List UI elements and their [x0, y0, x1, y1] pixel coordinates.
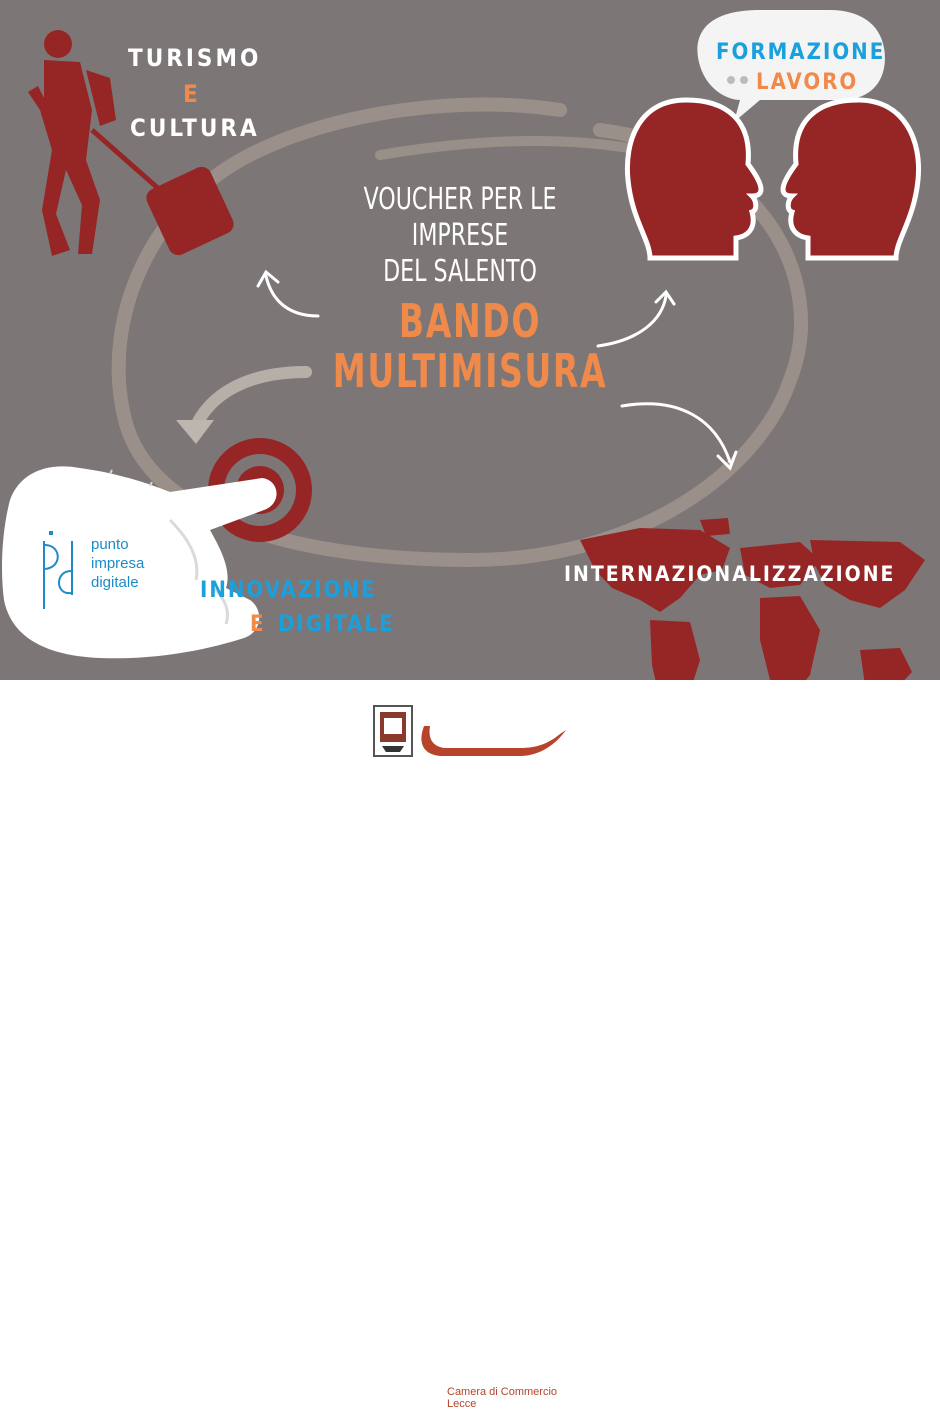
arrow-icon: [256, 269, 738, 471]
arrow-icon: [176, 420, 214, 444]
decorative-layer: [2, 10, 925, 680]
pid-line2: impresa: [91, 555, 145, 572]
heads-icon: [624, 97, 922, 261]
org-line2: Lecce: [447, 1398, 477, 1410]
arrow-icon: [188, 366, 312, 436]
title-line1: BANDO: [398, 294, 542, 348]
subtitle-line1: VOUCHER PER LE IMPRESE: [363, 182, 557, 253]
formazione-line2: LAVORO: [756, 70, 859, 95]
boat-logo-icon: [421, 726, 566, 756]
pid-line3: digitale: [91, 574, 139, 591]
formazione-line1: FORMAZIONE: [716, 40, 886, 65]
org-line1: Camera di Commercio: [447, 1386, 558, 1398]
traveler-icon: [28, 30, 234, 256]
pid-line1: punto: [91, 536, 129, 553]
footer: Camera di Commercio Lecce: [0, 680, 940, 1410]
speech-bubble-icon: [697, 10, 885, 122]
turismo-line2: CULTURA: [130, 114, 260, 142]
swirl-ellipse: [111, 97, 809, 568]
poster-canvas: punto impresa digitale TURISMO E CULTURA…: [0, 0, 940, 680]
org-name: Camera di Commercio Lecce: [447, 1386, 557, 1410]
crest-icon: [373, 705, 413, 757]
internazionalizzazione-label: INTERNAZIONALIZZAZIONE: [564, 562, 896, 586]
turismo-line1: TURISMO: [128, 44, 262, 72]
subtitle-line2: DEL SALENTO: [383, 254, 537, 289]
pid-text: punto impresa digitale: [91, 535, 144, 592]
pid-logo: punto impresa digitale: [35, 521, 157, 613]
innovazione-connector: E: [250, 612, 267, 637]
world-map-icon: [580, 518, 925, 680]
pid-mark-icon: [35, 521, 85, 613]
subtitle: VOUCHER PER LE IMPRESE DEL SALENTO: [312, 182, 607, 290]
title-line2: MULTIMISURA: [332, 344, 608, 398]
page-title: BANDO MULTIMISURA: [326, 296, 614, 396]
turismo-connector: E: [183, 80, 201, 108]
footer-graphics: [373, 705, 566, 757]
innovazione-line1: INNOVAZIONE: [200, 578, 377, 603]
innovazione-line2: DIGITALE: [278, 612, 395, 637]
